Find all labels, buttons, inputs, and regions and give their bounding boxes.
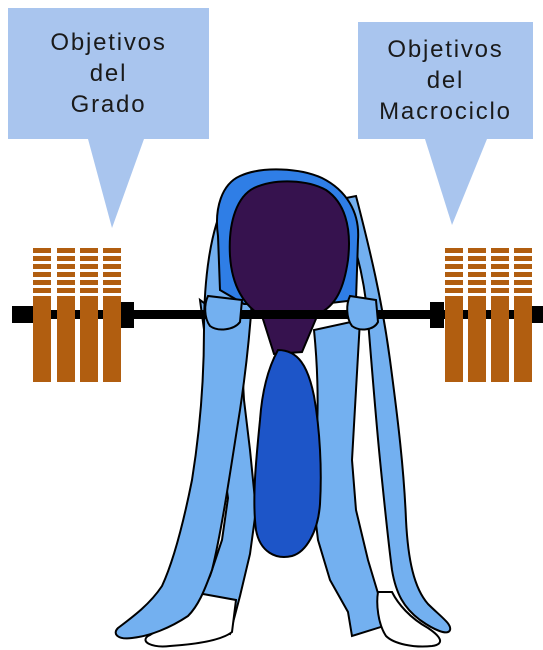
left-bar-end — [12, 306, 34, 323]
callout-right-line-2: del — [427, 65, 464, 96]
callout-right-line-3: Macrociclo — [379, 96, 512, 127]
callout-right-line-1: Objetivos — [387, 34, 503, 65]
left-callout-pointer — [88, 139, 144, 228]
callout-objetivos-grado: Objetivos del Grado — [8, 8, 209, 139]
callout-objetivos-macrociclo-text: Objetivos del Macrociclo — [379, 34, 512, 127]
left-hand — [205, 296, 242, 329]
callout-left-line-2: del — [90, 58, 127, 89]
left-bar-collar — [120, 302, 134, 328]
hair — [254, 350, 320, 557]
right-bar-collar — [430, 302, 444, 328]
callout-left-line-1: Objetivos — [50, 27, 166, 58]
right-callout-pointer — [425, 139, 487, 225]
right-hand — [347, 296, 378, 329]
callout-left-line-3: Grado — [71, 89, 147, 120]
callout-objetivos-grado-text: Objetivos del Grado — [50, 27, 166, 120]
callout-objetivos-macrociclo: Objetivos del Macrociclo — [358, 22, 533, 139]
